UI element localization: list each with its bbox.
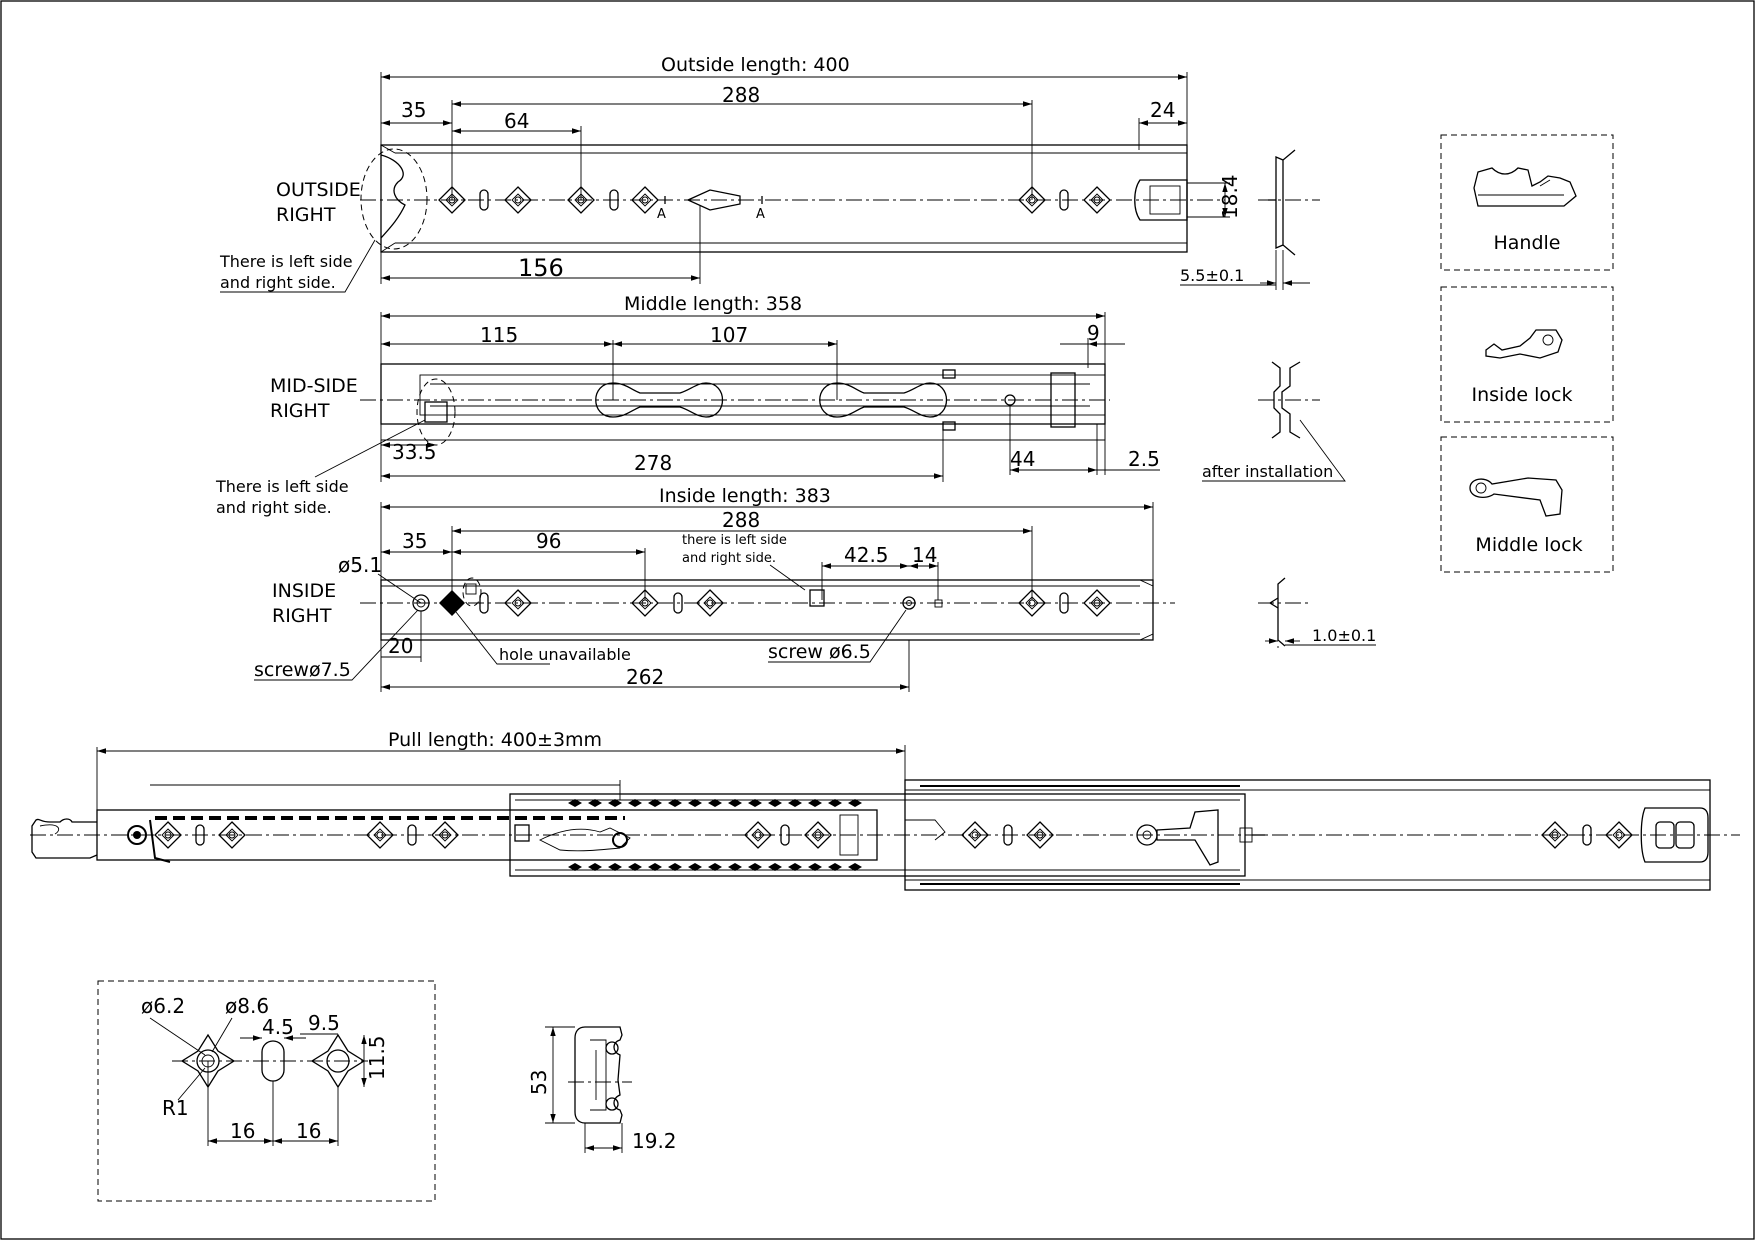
dim-11-5: 11.5	[365, 1035, 389, 1080]
dim-96-inside: 96	[536, 529, 561, 553]
dim-r1: R1	[162, 1096, 189, 1120]
middle-lock-label: Middle lock	[1475, 534, 1582, 556]
inside-lock-part-icon	[1485, 329, 1563, 359]
inside-length-title: Inside length: 383	[659, 485, 831, 507]
dim-16-b: 16	[296, 1119, 321, 1143]
hole-unavailable-label: hole unavailable	[499, 645, 631, 664]
outside-rail-view: Outside length: 400 35 288 64 24	[219, 54, 1320, 293]
dim-288-outside: 288	[722, 83, 760, 107]
dim-44-middle: 44	[1010, 447, 1035, 471]
inside-rail-view: Inside length: 383 288 35 96 there is le…	[254, 485, 1376, 692]
inside-label-line1: INSIDE	[272, 580, 336, 602]
dim-thickness-outside: 5.5±0.1	[1180, 266, 1244, 285]
dim-thickness-inside: 1.0±0.1	[1312, 626, 1376, 645]
middle-lock-part-icon	[1469, 477, 1563, 517]
middle-rail-view: Middle length: 358 115 107 9 MID-SIDE RI…	[215, 293, 1346, 517]
dim-16-a: 16	[230, 1119, 255, 1143]
dim-4-5: 4.5	[262, 1015, 294, 1039]
part-handle-box: Handle	[1440, 134, 1614, 271]
middle-note-line2: and right side.	[216, 498, 332, 517]
dim-64-outside: 64	[504, 109, 529, 133]
outside-length-title: Outside length: 400	[661, 54, 850, 76]
pull-length-title: Pull length: 400±3mm	[388, 729, 602, 751]
part-middle-lock-box: Middle lock	[1440, 436, 1614, 573]
dim-262-inside: 262	[626, 665, 664, 689]
inside-label-line2: RIGHT	[272, 605, 332, 627]
dim-d6-2: ø6.2	[141, 994, 185, 1018]
dim-20-inside: 20	[388, 634, 413, 658]
inside-note-line1: there is left side	[682, 533, 787, 548]
outside-label-line2: RIGHT	[276, 204, 336, 226]
dim-35-outside: 35	[401, 98, 426, 122]
dim-9-5: 9.5	[308, 1011, 340, 1035]
dim-53-profile: 53	[527, 1070, 551, 1095]
dim-d5-1-inside: ø5.1	[338, 553, 382, 577]
dim-288-inside: 288	[722, 508, 760, 532]
dim-19-2-profile: 19.2	[632, 1129, 677, 1153]
dim-33-5-middle: 33.5	[392, 440, 437, 464]
part-inside-lock-box: Inside lock	[1440, 286, 1614, 423]
handle-label: Handle	[1493, 232, 1560, 254]
dim-156-outside: 156	[518, 254, 564, 282]
dim-42-5-inside: 42.5	[844, 543, 889, 567]
middle-label-line2: RIGHT	[270, 400, 330, 422]
after-installation-label: after installation	[1202, 462, 1333, 481]
dim-278-middle: 278	[634, 451, 672, 475]
screw-7-5-label: screwø7.5	[254, 659, 351, 681]
outside-note-line2: and right side.	[220, 273, 336, 292]
dim-35-inside: 35	[402, 529, 427, 553]
dim-d8-6: ø8.6	[225, 994, 269, 1018]
outside-note-line1: There is left side	[219, 252, 353, 271]
middle-length-title: Middle length: 358	[624, 293, 802, 315]
dim-14-inside: 14	[912, 543, 937, 567]
assembly-view: Pull length: 400±3mm	[30, 729, 1740, 891]
middle-label-line1: MID-SIDE	[270, 375, 358, 397]
inside-lock-label: Inside lock	[1472, 384, 1573, 406]
dim-115-middle: 115	[480, 323, 518, 347]
profile-section-view: 53 19.2	[527, 1026, 677, 1153]
hole-detail-view: 16 16 ø6.2 ø8.6 4.5 9.5 11.5 R1	[97, 980, 436, 1202]
handle-part-icon	[1473, 167, 1577, 207]
middle-note-line1: There is left side	[215, 477, 349, 496]
dim-2-5-middle: 2.5	[1128, 447, 1160, 471]
outside-label-line1: OUTSIDE	[276, 179, 361, 201]
dim-107-middle: 107	[710, 323, 748, 347]
dim-9-middle: 9	[1087, 321, 1100, 345]
inside-note-line2: and right side.	[682, 551, 776, 566]
section-mark-a-left: A	[657, 207, 666, 222]
dim-24-outside: 24	[1150, 98, 1175, 122]
dim-18-4-outside: 18.4	[1218, 174, 1242, 219]
screw-6-5-label: screw ø6.5	[768, 641, 871, 663]
section-mark-a-right: A	[756, 207, 765, 222]
